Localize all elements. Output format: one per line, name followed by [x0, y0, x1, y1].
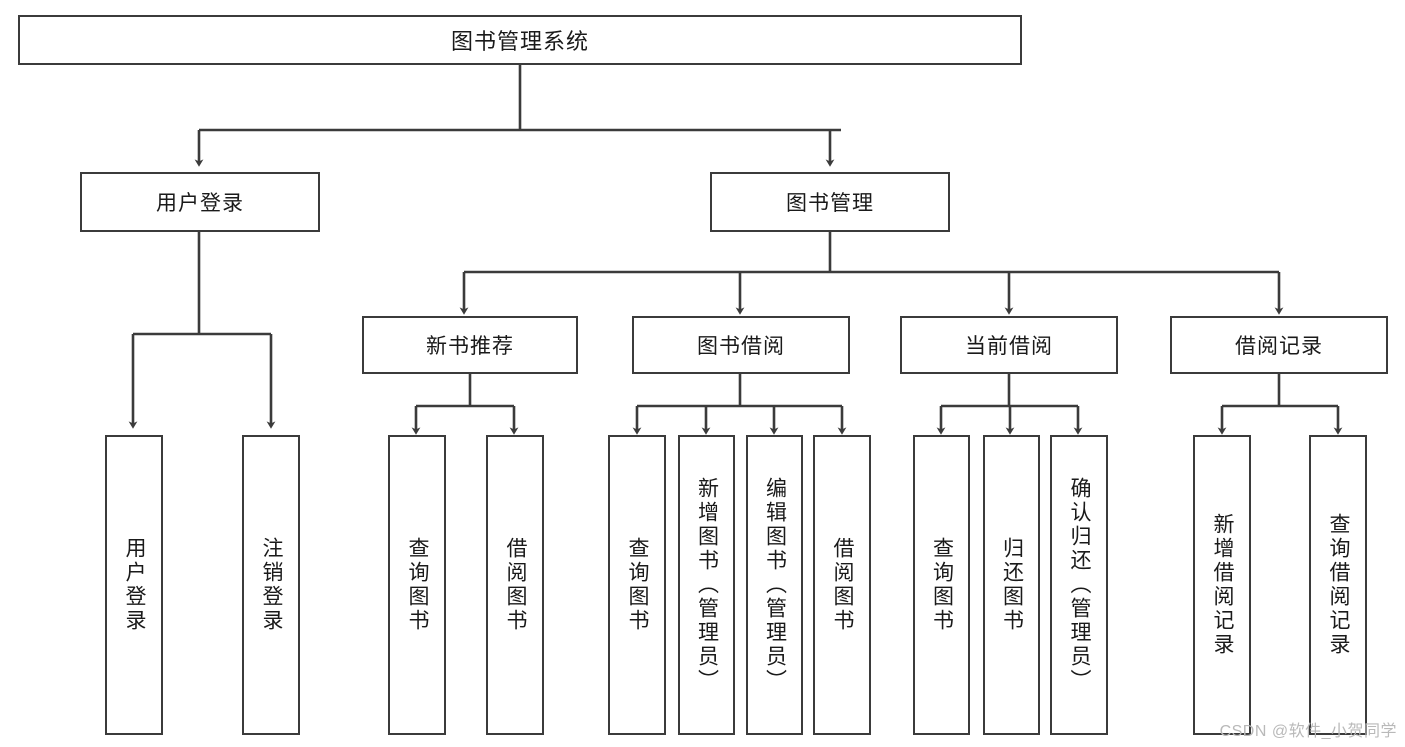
leaf-label: 确认归还（管理员） — [1068, 477, 1092, 693]
leaf-borrow-book-recommend[interactable]: 借阅图书 — [486, 435, 544, 735]
leaf-edit-book-admin[interactable]: 编辑图书（管理员） — [746, 435, 803, 735]
leaf-user-login[interactable]: 用户登录 — [105, 435, 163, 735]
node-book-borrow[interactable]: 图书借阅 — [632, 316, 850, 374]
leaf-label: 查询图书 — [930, 537, 954, 633]
leaf-label: 借阅图书 — [504, 537, 528, 633]
leaf-add-book-admin[interactable]: 新增图书（管理员） — [678, 435, 735, 735]
leaf-query-book-recommend[interactable]: 查询图书 — [388, 435, 446, 735]
node-borrow-record[interactable]: 借阅记录 — [1170, 316, 1388, 374]
leaf-confirm-return-admin[interactable]: 确认归还（管理员） — [1050, 435, 1108, 735]
leaf-add-borrow-record[interactable]: 新增借阅记录 — [1193, 435, 1251, 735]
leaf-label: 查询借阅记录 — [1327, 513, 1351, 657]
leaf-return-book[interactable]: 归还图书 — [983, 435, 1040, 735]
leaf-query-book-borrow[interactable]: 查询图书 — [608, 435, 666, 735]
leaf-label: 编辑图书（管理员） — [763, 477, 787, 693]
leaf-query-book-current[interactable]: 查询图书 — [913, 435, 970, 735]
leaf-label: 查询图书 — [406, 537, 430, 633]
node-user-login[interactable]: 用户登录 — [80, 172, 320, 232]
leaf-label: 新增图书（管理员） — [695, 477, 719, 693]
leaf-borrow-book[interactable]: 借阅图书 — [813, 435, 871, 735]
leaf-query-borrow-record[interactable]: 查询借阅记录 — [1309, 435, 1367, 735]
leaf-label: 新增借阅记录 — [1211, 513, 1235, 657]
leaf-logout[interactable]: 注销登录 — [242, 435, 300, 735]
node-book-management[interactable]: 图书管理 — [710, 172, 950, 232]
node-new-book-recommend[interactable]: 新书推荐 — [362, 316, 578, 374]
leaf-label: 归还图书 — [1000, 537, 1024, 633]
leaf-label: 用户登录 — [123, 537, 147, 633]
leaf-label: 注销登录 — [260, 537, 284, 633]
leaf-label: 查询图书 — [626, 537, 650, 633]
node-current-borrow[interactable]: 当前借阅 — [900, 316, 1118, 374]
node-root[interactable]: 图书管理系统 — [18, 15, 1022, 65]
leaf-label: 借阅图书 — [831, 537, 855, 633]
